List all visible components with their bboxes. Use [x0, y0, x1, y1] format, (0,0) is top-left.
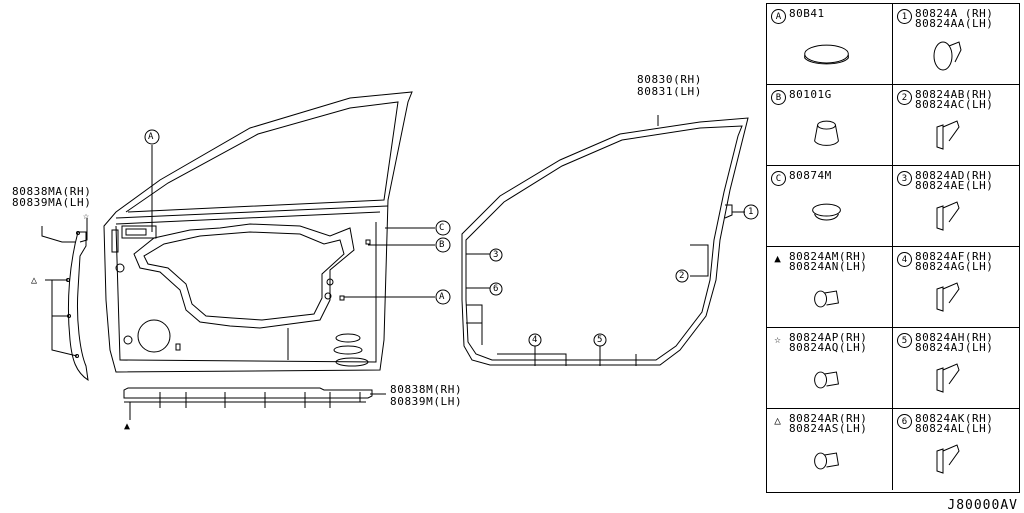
clip-icon — [936, 444, 960, 474]
push-rivet-icon — [814, 290, 839, 308]
callout-b: B — [439, 240, 446, 250]
legend-cell-C: C 80874M — [767, 166, 893, 247]
legend-cell-A: A 80B41 — [767, 4, 893, 85]
grommet-icon — [812, 203, 841, 221]
door-diagram-artwork — [41, 91, 759, 420]
part-number: 80101G — [789, 88, 832, 101]
weatherstrip-part-lh: 80831(LH) — [637, 85, 703, 98]
callout-5: 5 — [597, 335, 604, 345]
legend-mark: 4 — [897, 252, 912, 267]
part-number: 80824AB(RH)80824AC(LH) — [915, 88, 994, 111]
callout-c: C — [439, 223, 446, 233]
callout-circles — [144, 129, 759, 347]
bumper-icon — [814, 120, 839, 146]
part-number: 80824AP(RH)80824AQ(LH) — [789, 331, 868, 354]
front-door-panel — [103, 91, 435, 373]
legend-mark: ▲ — [774, 252, 781, 265]
push-rivet-icon — [814, 371, 839, 389]
legend-cell-3: 3 80824AD(RH)80824AE(LH) — [893, 166, 1019, 247]
legend-mark: ☆ — [774, 333, 781, 346]
open-triangle-symbol: △ — [31, 275, 38, 286]
diagram-code: J80000AV — [947, 498, 1018, 513]
legend-mark: 6 — [897, 414, 912, 429]
callout-1: 1 — [748, 207, 755, 217]
legend-mark: 1 — [897, 9, 912, 24]
filled-triangle-symbol: ▲ — [124, 421, 131, 432]
part-number: 80824AH(RH)80824AJ(LH) — [915, 331, 994, 354]
legend-cell-filled-triangle: ▲ 80824AM(RH)80824AN(LH) — [767, 247, 893, 328]
part-number: 80824AK(RH)80824AL(LH) — [915, 412, 994, 435]
legend-mark: B — [771, 90, 786, 105]
legend-mark: C — [771, 171, 786, 186]
part-number: 80824A (RH)80824AA(LH) — [915, 7, 994, 30]
lower-seal-part-rh: 80838M(RH) — [390, 383, 463, 396]
front-seal-part-lh: 80839MA(LH) — [12, 196, 92, 209]
plug-cap-icon — [804, 44, 849, 65]
weatherstrip-part-rh: 80830(RH) — [637, 73, 703, 86]
star-symbol: ☆ — [83, 211, 90, 222]
part-number: 80B41 — [789, 7, 825, 20]
parts-legend-table: A 80B41 1 80824A (RH)80824AA(LH) B 80101… — [766, 3, 1020, 493]
legend-cell-2: 2 80824AB(RH)80824AC(LH) — [893, 85, 1019, 166]
legend-mark: A — [771, 9, 786, 24]
part-number: 80874M — [789, 169, 832, 182]
callout-6: 6 — [493, 284, 500, 294]
part-number: 80824AR(RH)80824AS(LH) — [789, 412, 868, 435]
clip-icon — [936, 282, 960, 312]
legend-mark: 5 — [897, 333, 912, 348]
part-number: 80824AM(RH)80824AN(LH) — [789, 250, 868, 273]
legend-cell-6: 6 80824AK(RH)80824AL(LH) — [893, 409, 1019, 490]
front-edge-seal — [41, 218, 89, 382]
door-weatherstrip — [461, 115, 749, 366]
callout-a-lower: A — [439, 292, 446, 302]
legend-cell-B: B 80101G — [767, 85, 893, 166]
part-number: 80824AF(RH)80824AG(LH) — [915, 250, 994, 273]
push-rivet-icon — [814, 452, 839, 470]
legend-cell-4: 4 80824AF(RH)80824AG(LH) — [893, 247, 1019, 328]
clip-round-icon — [933, 41, 962, 71]
legend-cell-5: 5 80824AH(RH)80824AJ(LH) — [893, 328, 1019, 409]
legend-cell-open-triangle: △ 80824AR(RH)80824AS(LH) — [767, 409, 893, 490]
callout-a-handle: A — [148, 132, 155, 142]
clip-icon — [936, 201, 960, 231]
part-number: 80824AD(RH)80824AE(LH) — [915, 169, 994, 192]
legend-mark: △ — [774, 414, 781, 427]
lower-seal-part-lh: 80839M(LH) — [390, 395, 463, 408]
front-seal-part-rh: 80838MA(RH) — [12, 185, 92, 198]
callout-3: 3 — [493, 250, 500, 260]
clip-icon — [936, 120, 960, 150]
legend-mark: 2 — [897, 90, 912, 105]
legend-mark: 3 — [897, 171, 912, 186]
legend-cell-1: 1 80824A (RH)80824AA(LH) — [893, 4, 1019, 85]
callout-4: 4 — [532, 335, 539, 345]
clip-icon — [936, 363, 960, 393]
legend-cell-star: ☆ 80824AP(RH)80824AQ(LH) — [767, 328, 893, 409]
lower-door-seal — [123, 387, 386, 420]
callout-2: 2 — [679, 271, 686, 281]
